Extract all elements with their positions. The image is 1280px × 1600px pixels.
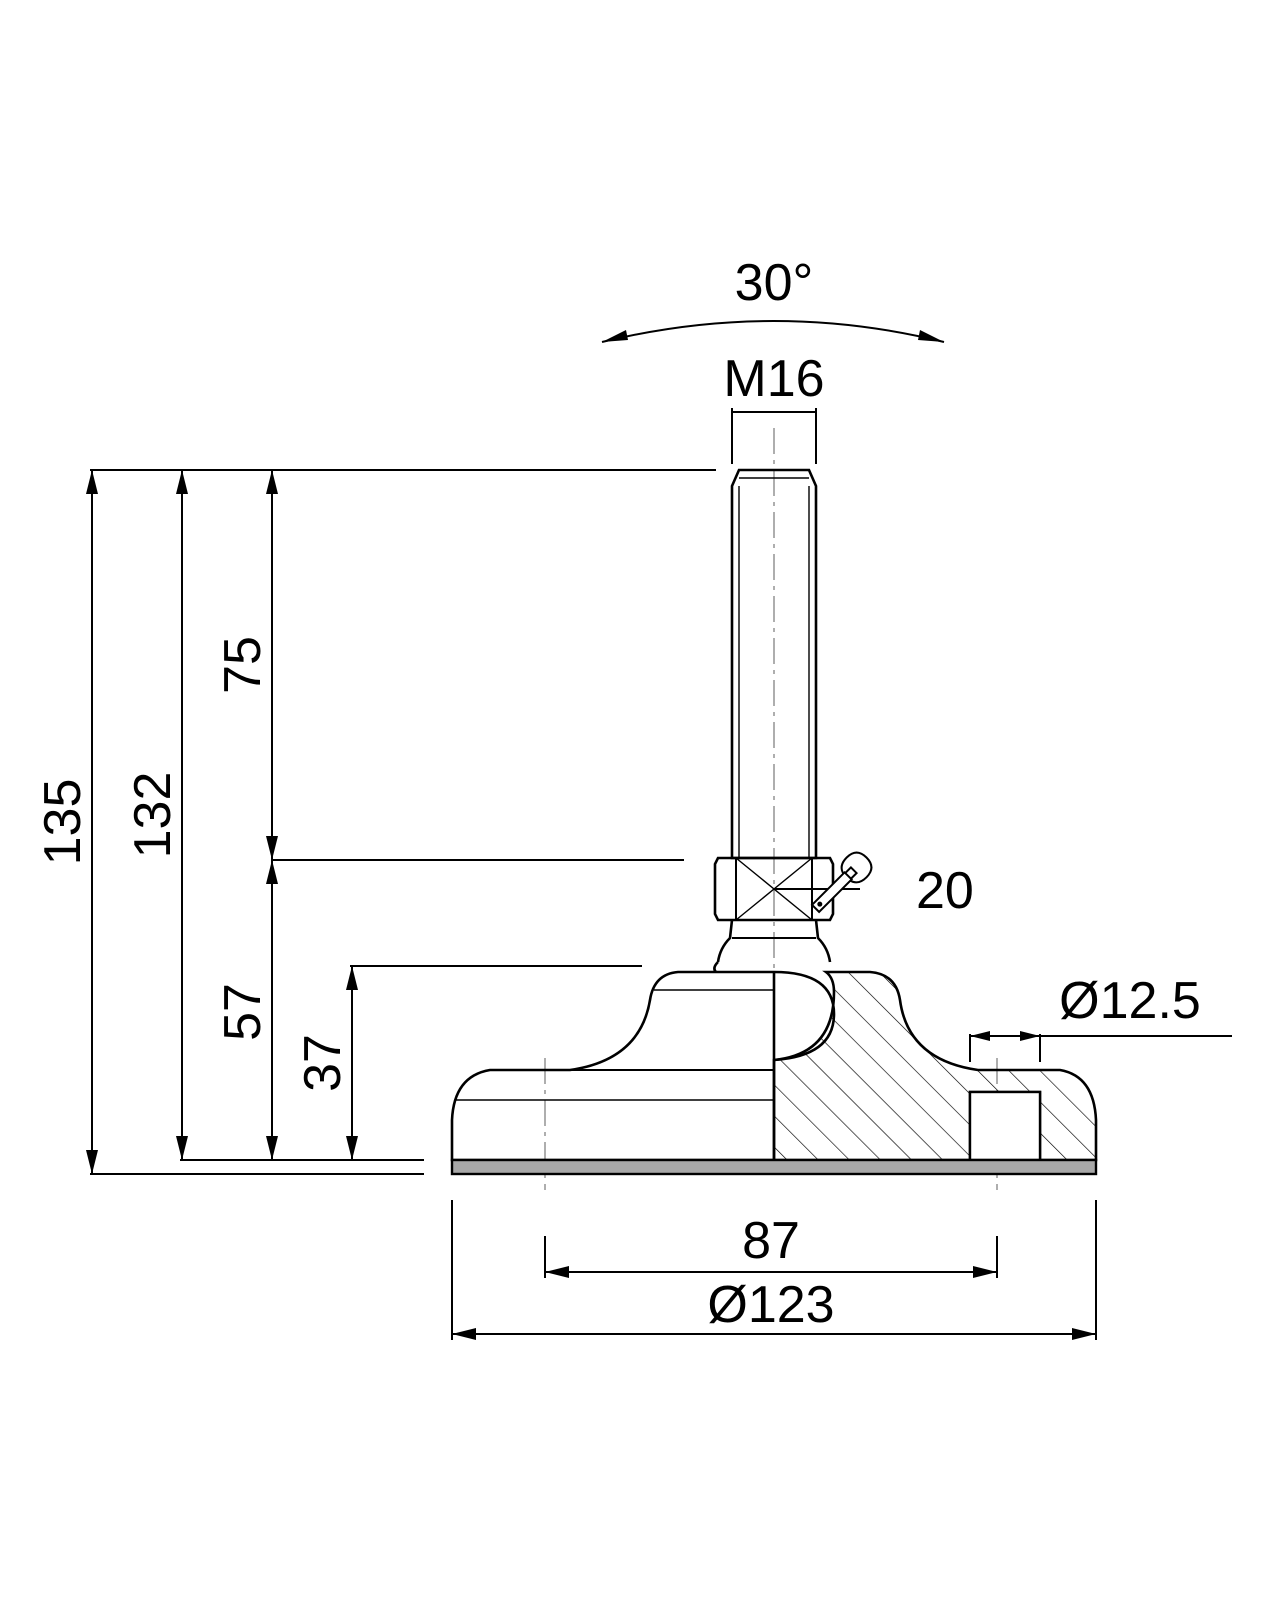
thread-dimension [731, 408, 817, 464]
hole-diameter-dimension [969, 1031, 1232, 1062]
height-dimension-75 [266, 470, 278, 860]
height-dimension-57 [266, 860, 278, 1160]
base-diameter-label: Ø123 [707, 1276, 834, 1334]
hole-spacing-dimension [544, 1236, 998, 1278]
tilt-angle-label: 30° [735, 254, 814, 312]
ball-joint [713, 919, 832, 973]
extension-lines [90, 469, 716, 1175]
base-exterior [450, 970, 774, 1162]
wrench-size-label: 20 [916, 862, 974, 920]
height-dimension-132 [176, 470, 188, 1160]
base-section [772, 970, 1098, 1162]
rubber-pad [450, 1158, 1098, 1176]
height-132-label: 132 [124, 772, 182, 859]
height-75-label: 75 [214, 636, 272, 694]
height-dimension-135 [86, 470, 98, 1174]
height-135-label: 135 [34, 779, 92, 866]
tilt-arc-dimension [601, 320, 945, 343]
height-57-label: 57 [214, 983, 272, 1041]
hole-spacing-label: 87 [742, 1212, 800, 1270]
height-37-label: 37 [294, 1034, 352, 1092]
thread-size-label: M16 [723, 350, 824, 408]
height-dimension-37 [346, 966, 358, 1160]
wrench-icon [810, 851, 873, 914]
base-diameter-dimension [451, 1200, 1097, 1340]
hole-diameter-label: Ø12.5 [1059, 972, 1201, 1030]
